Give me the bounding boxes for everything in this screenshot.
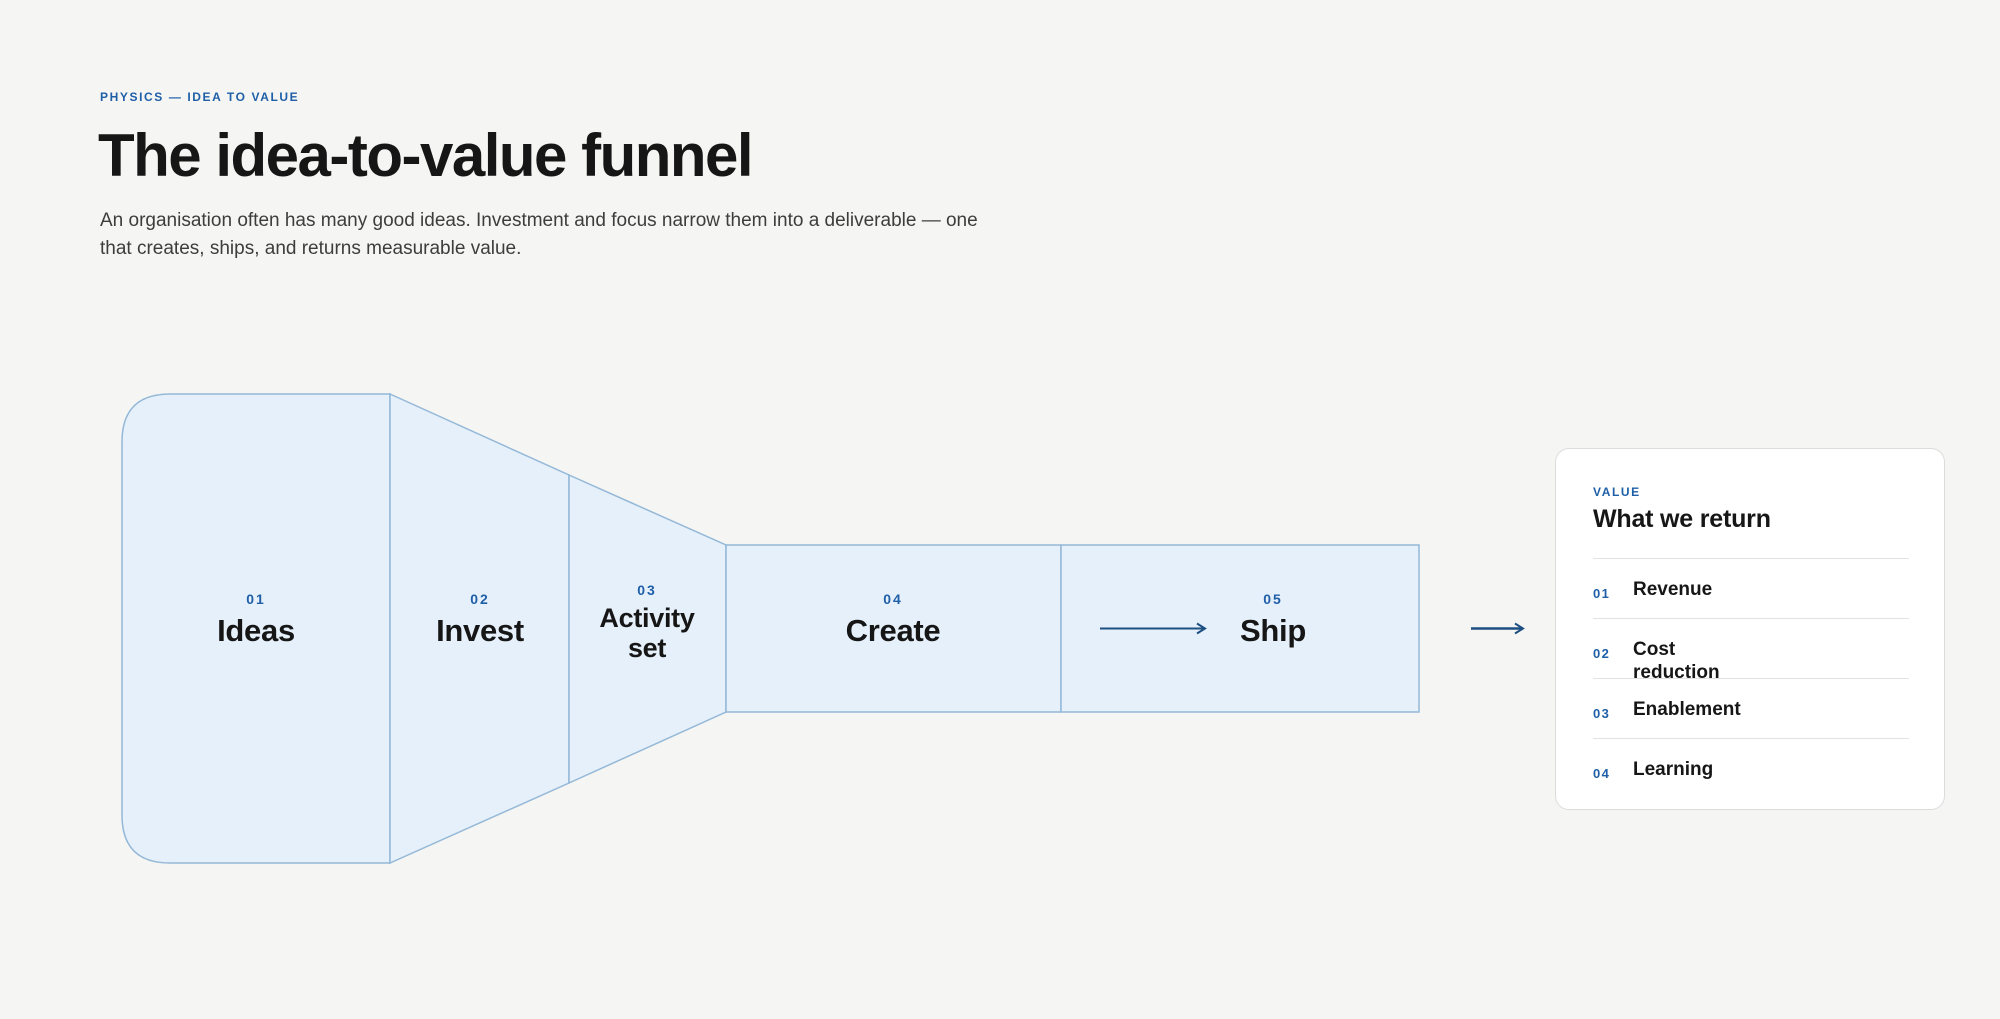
value-item-label: Cost reduction — [1633, 639, 1720, 683]
stage-invest: 02 Invest — [436, 590, 524, 647]
value-item-label: Learning — [1633, 759, 1714, 780]
value-list: 01 Revenue 02 Cost reduction 03 Enableme… — [1593, 558, 1909, 798]
value-item-cost-reduction: 02 Cost reduction — [1593, 618, 1909, 683]
page-title: The idea-to-value funnel — [98, 122, 754, 189]
stage-name: Activity set — [599, 603, 695, 663]
value-item-label: Revenue — [1633, 579, 1713, 600]
value-item-label: Enablement — [1633, 699, 1741, 720]
stage-number: 03 — [637, 582, 657, 598]
stage-name: Ship — [1240, 613, 1306, 648]
value-item-revenue: 01 Revenue — [1593, 558, 1909, 618]
value-item-number: 03 — [1593, 706, 1611, 721]
stage-number: 01 — [246, 591, 266, 607]
stage-name: Ideas — [217, 613, 295, 648]
stage-activity-set: 03 Activity set — [587, 581, 707, 663]
stage-number: 04 — [883, 591, 903, 607]
value-eyebrow: VALUE — [1593, 485, 1641, 499]
value-item-number: 02 — [1593, 646, 1611, 661]
value-item-learning: 04 Learning — [1593, 738, 1909, 798]
value-item-number: 01 — [1593, 586, 1611, 601]
eyebrow: PHYSICS — IDEA TO VALUE — [100, 90, 300, 104]
stage-number: 05 — [1263, 591, 1283, 607]
stage-ideas: 01 Ideas — [217, 590, 295, 647]
stage-shape-ideas — [121, 393, 391, 864]
value-title: What we return — [1593, 505, 1771, 533]
stage-create: 04 Create — [846, 590, 941, 647]
value-item-enablement: 03 Enablement — [1593, 678, 1909, 738]
value-item-number: 04 — [1593, 766, 1611, 781]
stage-number: 02 — [470, 591, 490, 607]
stage-name: Invest — [436, 613, 524, 648]
stage-shape-create — [725, 544, 1062, 713]
page-subtitle: An organisation often has many good idea… — [100, 210, 978, 259]
value-card: VALUE What we return 01 Revenue 02 Cost … — [1555, 448, 1945, 810]
stage-ship: 05 Ship — [1240, 590, 1306, 647]
stage-name: Create — [845, 613, 941, 648]
